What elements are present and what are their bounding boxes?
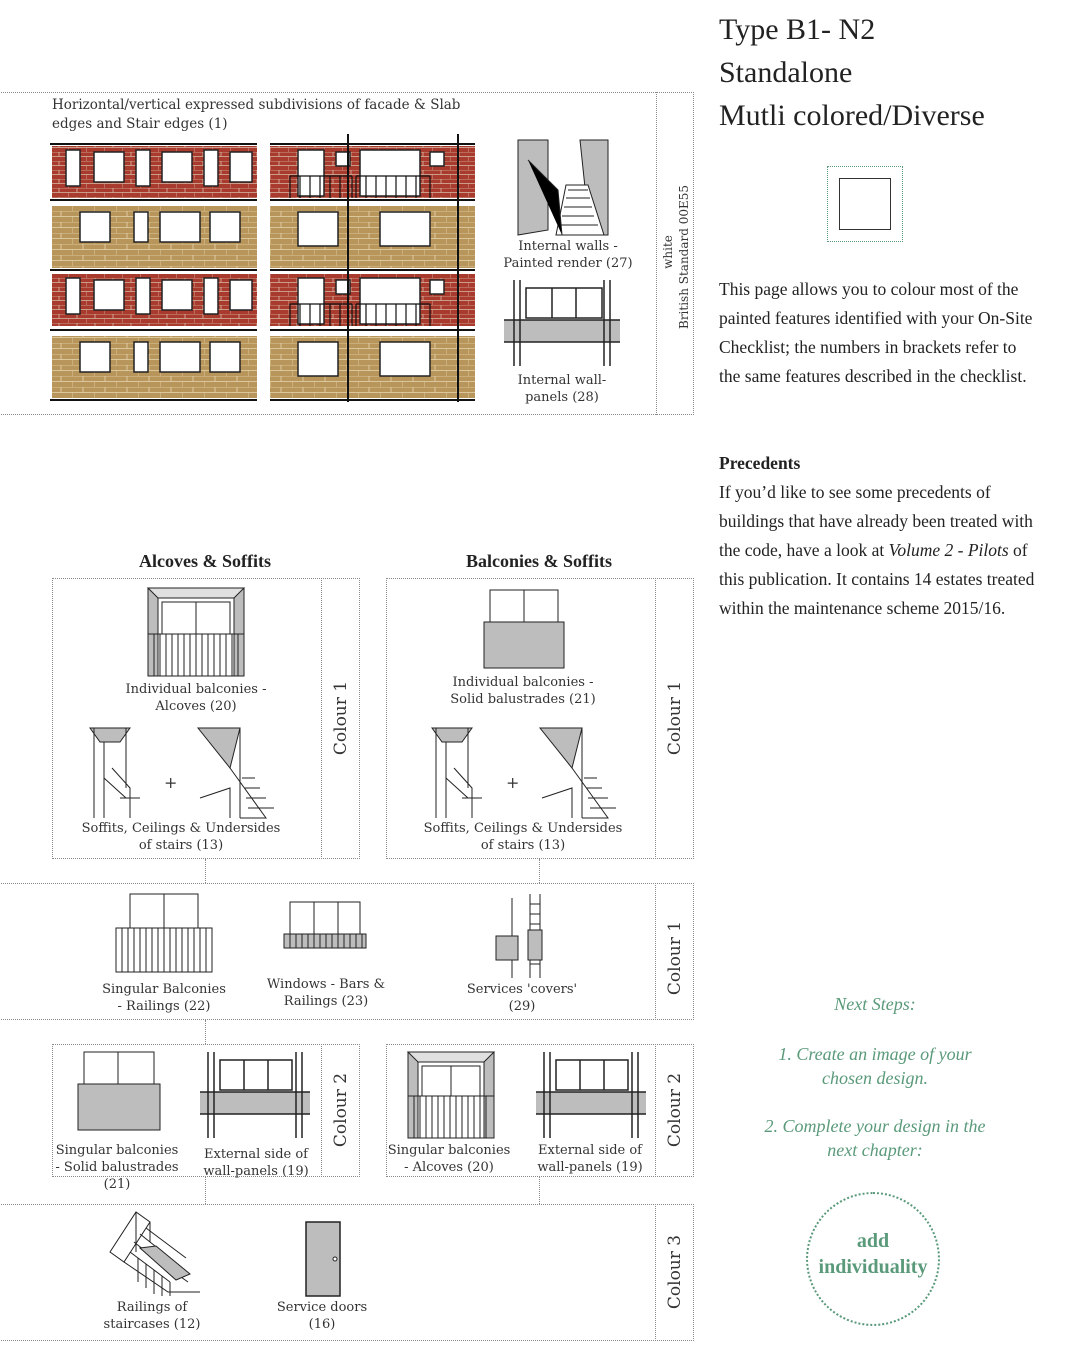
caption-row1-item3: Services 'covers' (29): [466, 982, 578, 1014]
connector-2: [539, 859, 540, 883]
caption-row3-item2: Service doors (16): [276, 1300, 368, 1332]
svg-text:+: +: [506, 773, 519, 792]
facade-illustration: [50, 134, 475, 402]
facade-panel-divider: [656, 92, 694, 415]
colour-swatch-frame[interactable]: [827, 166, 903, 242]
next-steps-heading: Next Steps:: [834, 994, 916, 1014]
external-wall-panels-icon-left: [200, 1052, 310, 1138]
connector-3: [205, 1020, 206, 1044]
soffits-stairs-icon-left: +: [89, 727, 274, 819]
soffits-stairs-icon-right: +: [431, 727, 616, 819]
singular-railings-icon: [115, 893, 213, 973]
caption-row2r-item1: Singular balconies - Alcoves (20): [387, 1143, 511, 1175]
caption-alcoves-item2: Soffits, Ceilings & Undersides of stairs…: [81, 821, 281, 853]
precedents-text-after: of this publication. It contains 14 esta…: [719, 540, 1035, 618]
balconies-title: Balconies & Soffits: [466, 551, 612, 571]
facade-right-block: [270, 134, 475, 402]
external-wall-panels-icon-right: [536, 1052, 646, 1138]
colour2-right-divider: [655, 1044, 694, 1177]
colour-swatch-white[interactable]: [839, 178, 891, 230]
caption-row1-item1: Singular Balconies - Railings (22): [102, 982, 226, 1014]
facade-left-block: [50, 143, 257, 401]
colour2-right-label: Colour 2: [665, 1072, 685, 1148]
alcoves-panel[interactable]: [52, 578, 360, 859]
balconies-panel[interactable]: [386, 578, 694, 859]
precedents-text-before: If you’d like to see some precedents of …: [719, 482, 1033, 560]
add-individuality-text: add individuality: [818, 1230, 928, 1278]
colour2-left-panel[interactable]: [52, 1044, 360, 1177]
swatch-name-white: white: [661, 235, 675, 269]
singular-alcove-icon: [406, 1051, 496, 1139]
services-covers-icon: [495, 894, 543, 978]
caption-internal-walls: Internal walls - Painted render (27): [503, 239, 633, 271]
colour3-row-label: Colour 3: [665, 1234, 685, 1310]
next-step-1: 1. Create an image of your chosen design…: [778, 1044, 972, 1088]
caption-balconies-item1: Individual balconies - Solid balustrades…: [450, 675, 596, 707]
window-bars-icon: [283, 901, 367, 949]
next-step-2: 2. Complete your design in the next chap…: [764, 1116, 986, 1160]
staircase-railings-icon: [109, 1211, 200, 1296]
alcoves-colour-label: Colour 1: [331, 680, 351, 756]
colour2-left-label: Colour 2: [331, 1072, 351, 1148]
colour1-row-label: Colour 1: [665, 920, 685, 996]
precedents-volume-link[interactable]: Volume 2 - Pilots: [888, 540, 1009, 560]
alcoves-divider: [321, 578, 360, 859]
internal-wall-panels-icon: [504, 280, 620, 366]
caption-row1-item2: Windows - Bars & Railings (23): [266, 977, 386, 1009]
facade-panel: [0, 92, 694, 415]
intro-paragraph: This page allows you to colour most of t…: [719, 279, 1033, 386]
caption-internal-wall-panels: Internal wall-panels (28): [517, 373, 607, 405]
precedents-text: If you’d like to see some precedents of …: [719, 478, 1039, 623]
title-line-1: Type B1- N2: [719, 13, 876, 46]
swatch-code: British Standard 00E55: [677, 184, 691, 329]
add-individuality-circle[interactable]: add individuality: [806, 1192, 940, 1326]
connector-4: [205, 1177, 206, 1204]
caption-row3-item1: Railings of staircases (12): [103, 1300, 201, 1332]
caption-row2l-item2: External side of wall-panels (19): [203, 1147, 309, 1179]
colour1-row-panel[interactable]: [0, 883, 694, 1020]
singular-solid-balcony-icon: [77, 1051, 161, 1131]
caption-alcoves-item1: Individual balconies - Alcoves (20): [125, 682, 267, 714]
title-line-3: Mutli colored/Diverse: [719, 99, 985, 132]
colour1-row-divider: [655, 883, 694, 1020]
colour2-right-panel[interactable]: [386, 1044, 694, 1177]
caption-row2r-item2: External side of wall-panels (19): [537, 1143, 643, 1175]
connector-5: [539, 1177, 540, 1204]
service-door-icon[interactable]: [304, 1220, 344, 1300]
colour3-row-panel[interactable]: [0, 1204, 694, 1341]
caption-balconies-item2: Soffits, Ceilings & Undersides of stairs…: [423, 821, 623, 853]
alcoves-title: Alcoves & Soffits: [139, 551, 271, 571]
svg-text:+: +: [164, 773, 177, 792]
title-line-2: Standalone: [719, 56, 853, 89]
precedents-heading: Precedents: [719, 453, 801, 473]
balconies-divider: [655, 578, 694, 859]
alcove-balcony-icon: [146, 587, 246, 677]
internal-stair-icon: [517, 139, 609, 236]
connector-1: [205, 859, 206, 883]
caption-row2l-item1: Singular balconies - Solid balustrades (…: [55, 1143, 179, 1192]
facade-heading: Horizontal/vertical expressed subdivisio…: [52, 97, 461, 132]
colour3-row-divider: [655, 1204, 694, 1341]
colour2-left-divider: [321, 1044, 360, 1177]
balconies-colour-label: Colour 1: [665, 680, 685, 756]
solid-balcony-icon: [483, 589, 565, 669]
